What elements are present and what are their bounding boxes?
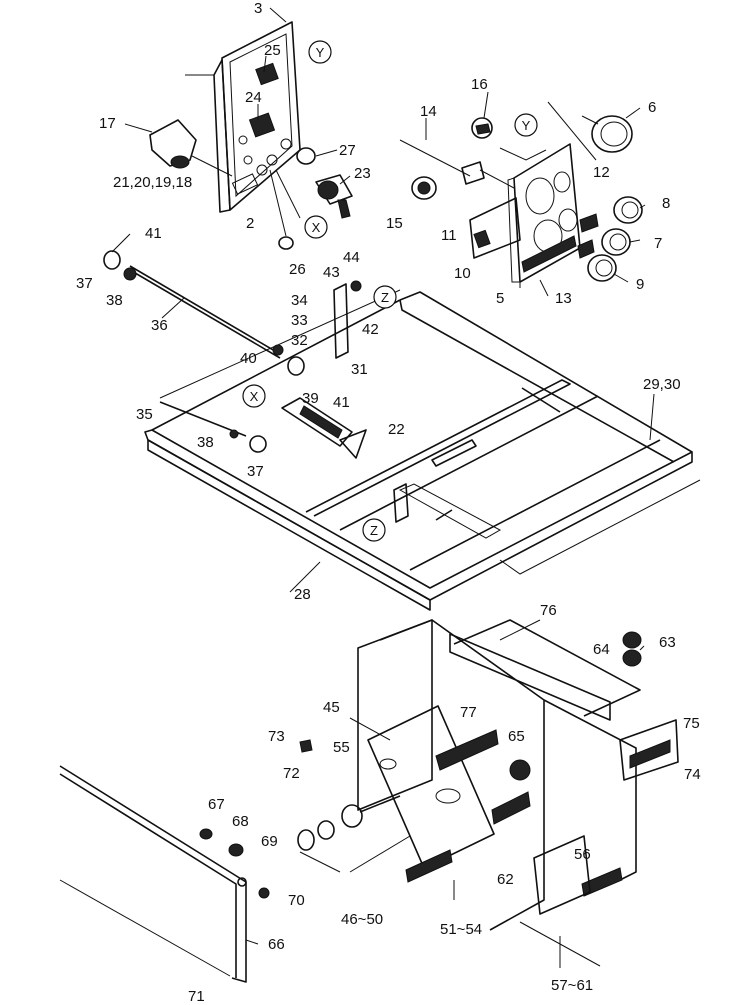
label-25: 25 (264, 42, 281, 59)
callout-y-1: Y (308, 40, 332, 64)
label-7: 7 (654, 235, 662, 252)
label-69: 69 (261, 833, 278, 850)
control-panel-plate (185, 21, 301, 213)
label-26: 26 (289, 261, 306, 278)
label-23: 23 (354, 165, 371, 182)
label-37a: 37 (76, 275, 93, 292)
label-24: 24 (245, 89, 262, 106)
callout-z-1: Z (373, 285, 397, 309)
label-46-50: 46~50 (341, 911, 383, 928)
label-70: 70 (288, 892, 305, 909)
label-65: 65 (508, 728, 525, 745)
svg-text:X: X (250, 389, 259, 404)
relay-part (124, 119, 233, 177)
label-45: 45 (323, 699, 340, 716)
label-3: 3 (254, 0, 262, 17)
label-42: 42 (362, 321, 379, 338)
label-44: 44 (343, 249, 360, 266)
svg-text:Z: Z (370, 523, 378, 538)
label-51-54: 51~54 (440, 921, 482, 938)
label-29-30: 29,30 (643, 376, 681, 393)
label-39: 39 (302, 390, 319, 407)
callout-x-1: X (304, 215, 328, 239)
label-74: 74 (684, 766, 701, 783)
label-34: 34 (291, 292, 308, 309)
label-36: 36 (151, 317, 168, 334)
meter-gauges (411, 115, 643, 282)
label-62: 62 (497, 871, 514, 888)
label-73: 73 (268, 728, 285, 745)
label-43: 43 (323, 264, 340, 281)
label-15: 15 (386, 215, 403, 232)
rod-assembly (103, 250, 367, 459)
lower-bracket (297, 619, 679, 931)
label-41b: 41 (333, 394, 350, 411)
svg-text:Z: Z (381, 290, 389, 305)
part-labels: 3 25 24 17 21,20,19,18 2 27 23 26 41 37 … (76, 0, 701, 1005)
label-27: 27 (339, 142, 356, 159)
callout-y-2: Y (514, 113, 538, 137)
label-57-61: 57~61 (551, 977, 593, 994)
label-41a: 41 (145, 225, 162, 242)
svg-text:Y: Y (522, 118, 531, 133)
label-31: 31 (351, 361, 368, 378)
label-67: 67 (208, 796, 225, 813)
label-77: 77 (460, 704, 477, 721)
side-panel (59, 765, 270, 983)
label-63: 63 (659, 634, 676, 651)
label-22: 22 (388, 421, 405, 438)
leader-lines (111, 7, 655, 968)
main-frame (144, 289, 701, 611)
callout-x-2: X (242, 384, 266, 408)
label-40: 40 (240, 350, 257, 367)
label-55: 55 (333, 739, 350, 756)
label-35: 35 (136, 406, 153, 423)
knob-parts (269, 147, 353, 250)
label-66: 66 (268, 936, 285, 953)
label-33: 33 (291, 312, 308, 329)
label-11: 11 (441, 227, 457, 244)
label-38b: 38 (197, 434, 214, 451)
label-5: 5 (496, 290, 504, 307)
label-14: 14 (420, 103, 437, 120)
label-9: 9 (636, 276, 644, 293)
label-12: 12 (593, 164, 610, 181)
meter-panel (399, 139, 581, 283)
label-28: 28 (294, 586, 311, 603)
label-32: 32 (291, 332, 308, 349)
label-64: 64 (593, 641, 610, 658)
label-2: 2 (246, 215, 254, 232)
label-8: 8 (662, 195, 670, 212)
label-17: 17 (99, 115, 116, 132)
label-13: 13 (555, 290, 572, 307)
svg-text:X: X (312, 220, 321, 235)
label-21-18: 21,20,19,18 (113, 174, 192, 191)
label-38a: 38 (106, 292, 123, 309)
label-37b: 37 (247, 463, 264, 480)
label-10: 10 (454, 265, 471, 282)
label-71: 71 (188, 988, 205, 1005)
label-72: 72 (283, 765, 300, 782)
label-68: 68 (232, 813, 249, 830)
callout-z-2: Z (362, 518, 386, 542)
label-56: 56 (574, 846, 591, 863)
label-75: 75 (683, 715, 700, 732)
label-76: 76 (540, 602, 557, 619)
label-6: 6 (648, 99, 656, 116)
label-16: 16 (471, 76, 488, 93)
svg-text:Y: Y (316, 45, 325, 60)
